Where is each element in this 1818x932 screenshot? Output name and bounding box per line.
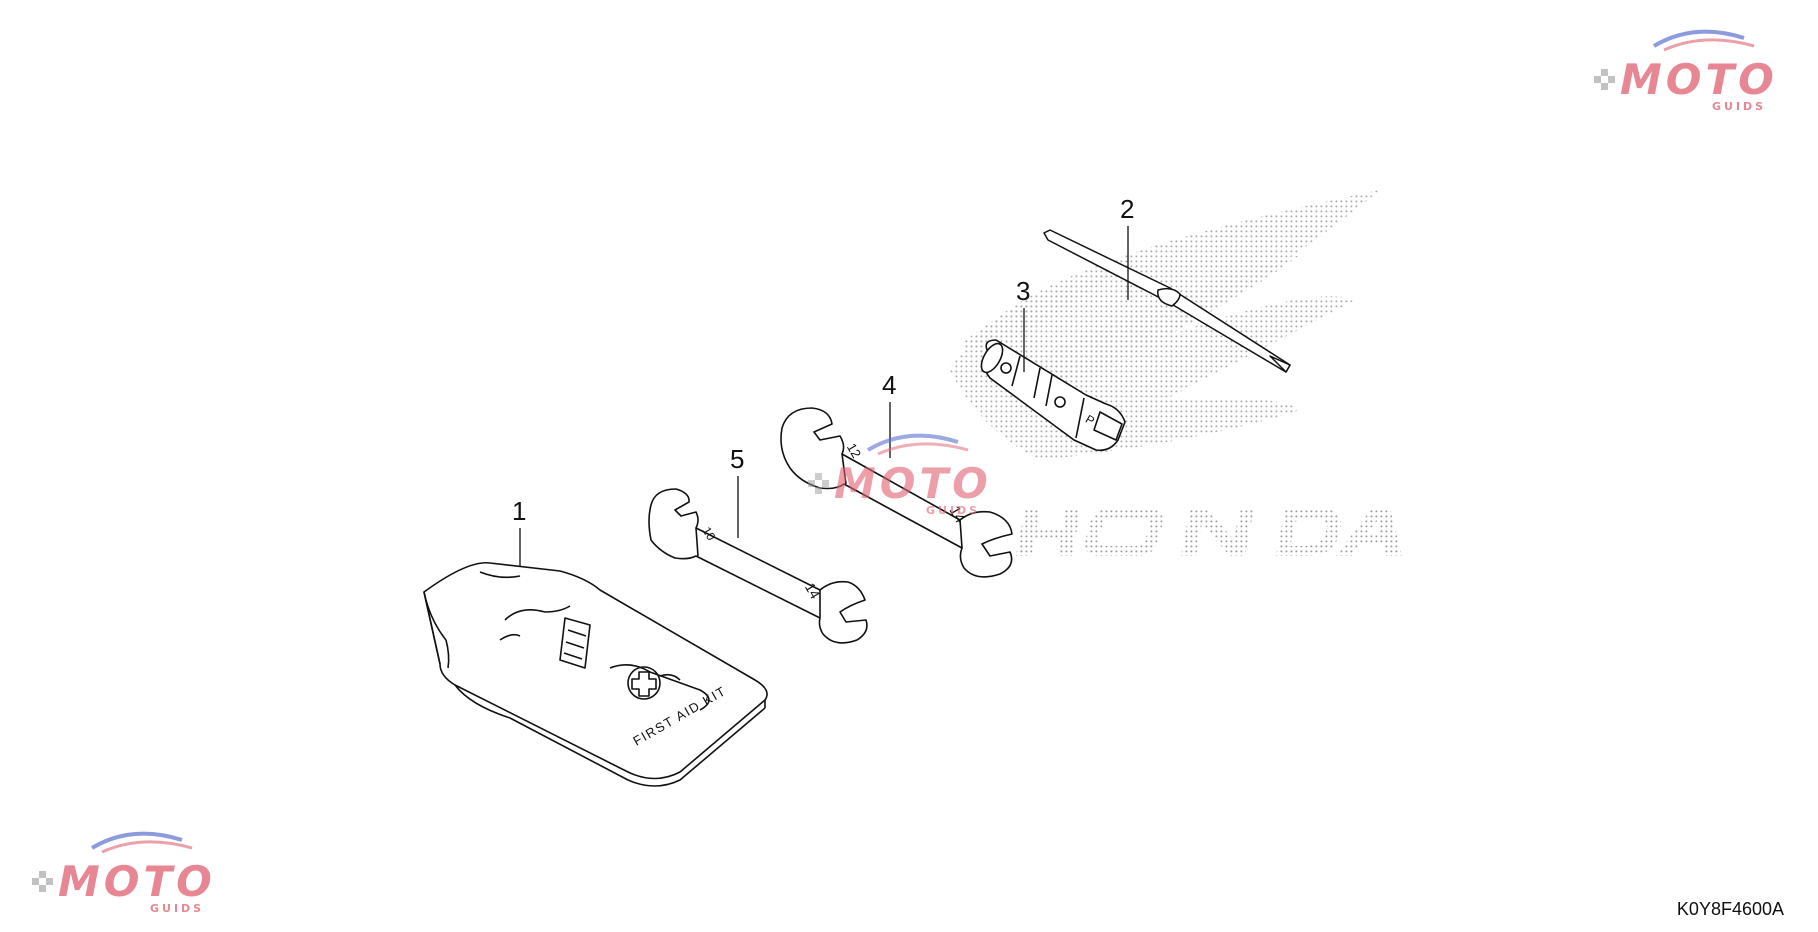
background-wing-logo	[950, 190, 1380, 460]
callout-4: 4	[882, 370, 896, 400]
watermark-top-right-text: MOTO	[1620, 55, 1778, 104]
spark-plug-socket	[980, 339, 1126, 452]
watermark-center: MOTO GUIDS	[808, 433, 992, 517]
callout-1: 1	[512, 496, 526, 526]
reference-code: K0Y8F4600A	[1676, 899, 1784, 919]
first-aid-kit-pouch	[423, 561, 768, 787]
leader-lines	[519, 226, 1129, 566]
wrench-small-mark-1: 10	[700, 524, 719, 543]
wrench-10x14	[648, 488, 868, 644]
watermark-center-subtext: GUIDS	[926, 504, 980, 517]
watermark-bottom-left-subtext: GUIDS	[150, 902, 204, 915]
callout-5: 5	[730, 444, 744, 474]
watermark-bottom-left: MOTO GUIDS	[32, 831, 216, 915]
watermark-bottom-left-text: MOTO	[58, 857, 216, 906]
wrench-large-mark-1: 12	[844, 441, 864, 461]
watermark-center-text: MOTO	[834, 459, 992, 508]
wrench-large-mark-2: 14	[946, 503, 969, 526]
watermark-top-right-subtext: GUIDS	[1712, 100, 1766, 113]
wrench-small-mark-2: 14	[802, 580, 824, 602]
screwdriver	[1043, 229, 1291, 373]
callout-2: 2	[1120, 194, 1134, 224]
watermark-top-right: MOTO GUIDS	[1594, 29, 1778, 113]
callout-3: 3	[1016, 276, 1030, 306]
background-honda-wordmark	[1016, 508, 1402, 556]
